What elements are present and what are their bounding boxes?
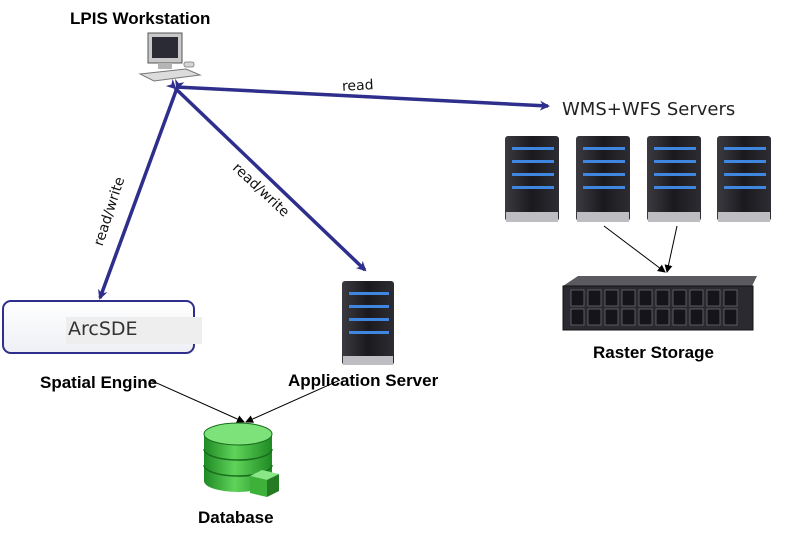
connector-app-db [245,379,341,423]
wms-wfs-label: WMS+WFS Servers [562,99,736,120]
raster-storage-icon [562,276,757,331]
server-rack-4-icon [717,136,771,222]
spatial-engine-label: Spatial Engine [40,373,158,392]
workstation-icon [138,32,202,82]
application-server-label: Application Server [288,371,439,390]
server-rack-3-icon [647,136,701,222]
arcsde-box [2,300,202,354]
server-rack-2-icon [576,136,630,222]
workstation-label: LPIS Workstation [70,9,211,28]
arrow-read-label: read [341,77,374,95]
connector-spatial-db [149,379,245,423]
application-server-icon [342,281,394,365]
arrow-read-write-spatial [98,78,185,300]
database-icon [203,422,279,497]
arcsde-label: ArcSDE [68,318,138,340]
database-label: Database [198,508,274,527]
raster-storage-label: Raster Storage [593,343,714,362]
arrow-read-write-app [165,78,367,272]
server-rack-1-icon [505,136,559,222]
arcsde-inner-panel [66,317,202,344]
connector-servers-storage-b [664,225,678,273]
connector-servers-storage-a [603,225,666,273]
